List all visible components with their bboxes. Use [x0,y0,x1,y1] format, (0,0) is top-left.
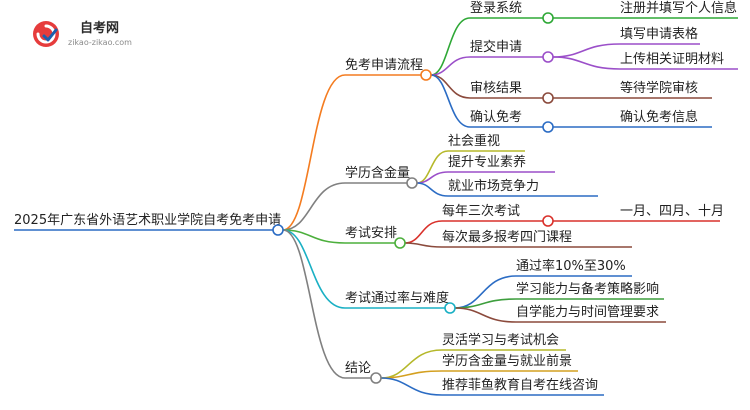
sub-collapse-toggle[interactable] [542,121,554,133]
sub-label: 社会重视 [448,133,500,149]
sub-edge [416,182,449,197]
branch-collapse-toggle[interactable] [444,302,456,314]
branch-label: 学历含金量 [345,165,410,181]
logo: 自考网 zikao-zikao.com [33,20,132,47]
branch-label: 考试通过率与难度 [345,290,449,306]
logo-domain: zikao-zikao.com [68,38,132,47]
branch-label: 免考申请流程 [345,58,423,73]
branch-edge [282,229,346,379]
sub-label: 提升专业素养 [448,154,526,170]
leaf-label: 等待学院审核 [620,80,698,96]
branch-edge [282,74,346,231]
sub-edge [404,242,443,248]
leaf-edge [552,43,621,58]
sub-edge [430,74,471,99]
branch-collapse-toggle[interactable] [370,372,382,384]
logo-icon [33,21,59,47]
sub-label: 提交申请 [470,39,522,55]
sub-edge [404,220,443,244]
sub-label: 登录系统 [470,1,522,16]
sub-label: 推荐菲鱼教育自考在线咨询 [442,377,598,393]
sub-label: 通过率10%至30% [516,258,626,274]
branch-edge [282,182,346,231]
leaf-label: 注册并填写个人信息 [620,0,737,16]
root-label: 2025年广东省外语艺术职业学院自考免考申请 [14,212,281,228]
sub-edge [416,150,449,184]
root-collapse-toggle[interactable] [272,224,284,236]
sub-label: 自学能力与时间管理要求 [516,304,659,320]
branch-collapse-toggle[interactable] [420,69,432,81]
sub-collapse-toggle[interactable] [542,92,554,104]
logo-name: 自考网 [80,20,119,36]
sub-edge [430,17,471,76]
branch-label: 结论 [345,361,371,376]
sub-edge [454,307,517,323]
sub-edge [380,370,443,379]
sub-edge [430,56,471,76]
leaf-label: 一月、四月、十月 [620,204,724,219]
branch-collapse-toggle[interactable] [406,177,418,189]
sub-collapse-toggle[interactable] [542,215,554,227]
leaf-label: 确认免考信息 [620,109,698,125]
branch-edge [282,229,346,309]
sub-collapse-toggle[interactable] [542,51,554,63]
sub-label: 每次最多报考四门课程 [442,229,572,245]
sub-edge [430,74,471,128]
sub-label: 就业市场竞争力 [448,178,539,194]
nodes-layer: 2025年广东省外语艺术职业学院自考免考申请 免考申请流程 登录系统 注册并填写个人信… [14,0,737,393]
sub-label: 每年三次考试 [442,203,520,219]
branch-collapse-toggle[interactable] [394,237,406,249]
sub-label: 灵活学习与考试机会 [442,332,559,348]
sub-collapse-toggle[interactable] [542,12,554,24]
leaf-edge [552,56,621,70]
sub-edge [380,377,443,396]
edges-layer [14,17,738,396]
leaf-label: 填写申请表格 [620,26,698,42]
sub-label: 确认免考 [470,110,522,125]
sub-label: 审核结果 [470,81,522,96]
sub-label: 学习能力与备考策略影响 [516,281,659,297]
leaf-label: 上传相关证明材料 [620,52,724,67]
branch-edge [282,229,346,244]
branch-label: 考试安排 [345,226,397,241]
sub-label: 学历含金量与就业前景 [442,353,572,369]
